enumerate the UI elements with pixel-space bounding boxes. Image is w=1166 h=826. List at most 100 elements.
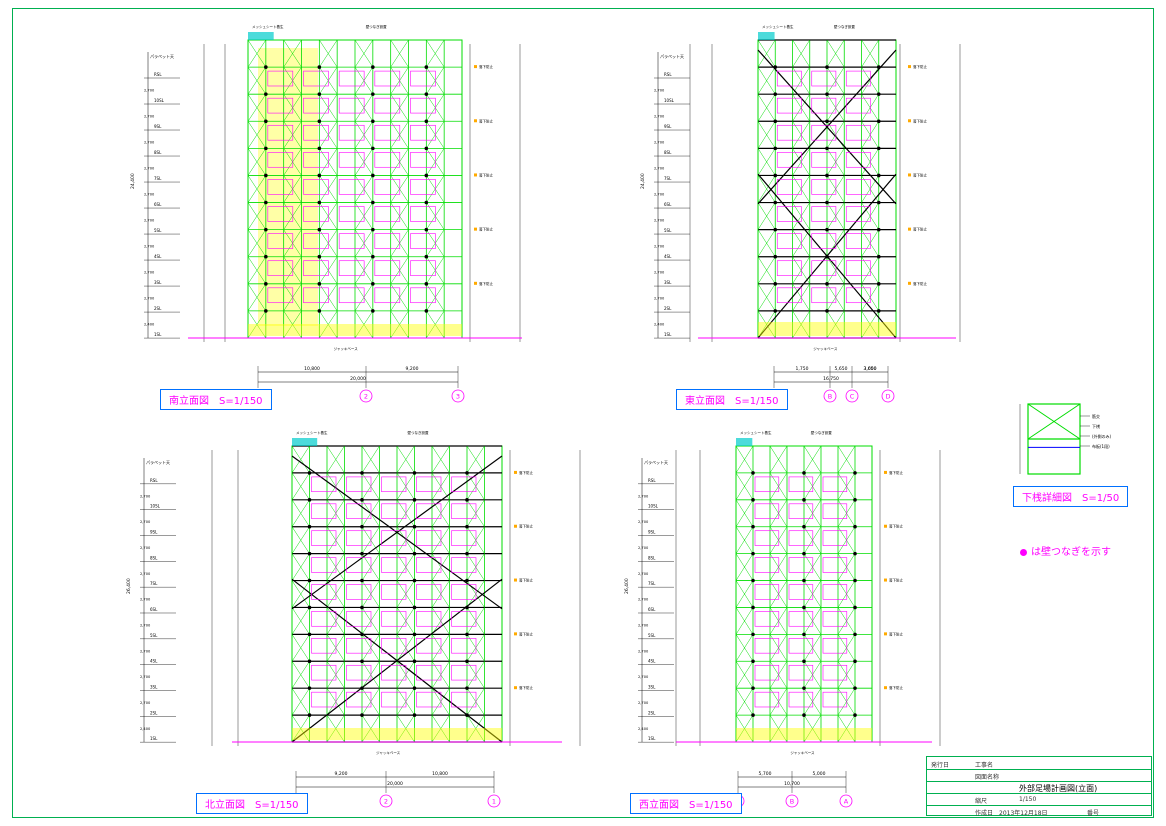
wall-tie-dot bbox=[307, 578, 312, 583]
window-outline bbox=[845, 260, 871, 276]
floor-dim: 2,700 bbox=[144, 167, 155, 171]
axis-label: D bbox=[885, 393, 890, 401]
cross-brace bbox=[735, 661, 754, 689]
axis-label: C bbox=[850, 393, 855, 401]
window-outline bbox=[374, 70, 401, 87]
base-hoarding bbox=[736, 728, 872, 740]
window-outline bbox=[338, 124, 365, 141]
window-outline bbox=[845, 233, 871, 249]
mesh-sheet-label: メッシュシート養生 bbox=[762, 24, 794, 29]
window-outline bbox=[346, 557, 372, 573]
floor-label: RSL bbox=[150, 478, 158, 483]
cross-brace bbox=[803, 553, 822, 581]
roof-cap bbox=[758, 32, 775, 40]
cross-brace bbox=[792, 39, 810, 68]
cross-brace bbox=[354, 310, 374, 339]
fall-prevention-label: 落下防止 bbox=[479, 227, 493, 232]
cross-brace bbox=[247, 202, 267, 230]
dimension-value: 20,000 bbox=[387, 781, 403, 787]
axis-bubble bbox=[839, 794, 853, 808]
floor-dim: 2,700 bbox=[654, 167, 665, 171]
cross-brace bbox=[247, 175, 267, 203]
base-hoarding bbox=[758, 322, 896, 336]
window-outline bbox=[410, 152, 436, 168]
window-outline bbox=[754, 530, 780, 546]
cross-brace bbox=[431, 445, 450, 474]
total-height-dim: 26,400 bbox=[624, 578, 630, 594]
window-outline bbox=[788, 584, 814, 600]
floor-label: 2SL bbox=[154, 306, 162, 311]
window-outline bbox=[338, 287, 365, 304]
window-outline bbox=[381, 530, 407, 546]
window-outline bbox=[410, 233, 436, 249]
cross-brace bbox=[757, 175, 776, 203]
cross-brace bbox=[769, 688, 788, 716]
cross-brace bbox=[757, 39, 776, 68]
cross-brace bbox=[769, 445, 788, 474]
floor-dim: 2,700 bbox=[654, 245, 665, 249]
window-outline bbox=[311, 638, 337, 654]
wall-tie-dot bbox=[853, 713, 857, 717]
window-outline bbox=[811, 179, 837, 195]
window-outline bbox=[410, 179, 436, 195]
wall-tie-dot bbox=[424, 146, 429, 151]
window-outline bbox=[788, 638, 814, 654]
fall-prevention-mark bbox=[908, 65, 911, 69]
wall-tie-dot bbox=[773, 282, 778, 286]
cross-brace bbox=[769, 661, 788, 689]
fall-prevention-mark bbox=[474, 65, 477, 69]
wall-tie-dot bbox=[751, 632, 755, 637]
window-outline bbox=[311, 530, 337, 546]
wall-tie-dot bbox=[264, 254, 268, 259]
wall-tie-dot bbox=[424, 254, 429, 259]
wall-tie-dot bbox=[853, 632, 857, 637]
window-outline bbox=[788, 530, 814, 546]
floor-dim: 2,700 bbox=[144, 271, 155, 275]
jack-base-label: ジャッキベース bbox=[790, 750, 815, 755]
fall-prevention-mark bbox=[908, 173, 911, 177]
floor-dim: 2,700 bbox=[654, 297, 665, 301]
window-outline bbox=[822, 691, 848, 708]
wall-tie-dot bbox=[853, 524, 857, 529]
window-outline bbox=[776, 287, 802, 304]
window-outline bbox=[374, 233, 401, 249]
cross-brace bbox=[769, 607, 788, 635]
window-outline bbox=[338, 70, 365, 87]
window-outline bbox=[845, 179, 871, 195]
floor-label: 3SL bbox=[150, 684, 158, 689]
roof-cap bbox=[248, 32, 274, 40]
window-outline bbox=[776, 233, 802, 249]
cross-brace bbox=[837, 661, 856, 689]
view-title-south: 南立面図 S=1/150 bbox=[160, 389, 272, 410]
axis-label: 2 bbox=[384, 798, 388, 806]
cross-brace bbox=[837, 688, 856, 716]
floor-dimension-column: パラペット天RSL2,70010SL2,7009SL2,7008SL2,7007… bbox=[126, 458, 176, 743]
wall-tie-dot bbox=[360, 578, 364, 583]
wall-tie-dot bbox=[412, 551, 417, 556]
floor-label: RSL bbox=[154, 72, 162, 77]
fall-prevention-label: 落下防止 bbox=[889, 470, 903, 475]
wall-tie-dot bbox=[751, 659, 755, 664]
cross-brace bbox=[426, 310, 445, 339]
wall-tie-dot bbox=[751, 713, 755, 717]
view-title-east: 東立面図 S=1/150 bbox=[676, 389, 788, 410]
wall-tie-dot bbox=[876, 309, 881, 313]
window-outline bbox=[845, 124, 871, 141]
floor-label: 1SL bbox=[150, 736, 158, 741]
dimension-value: 5,650 bbox=[835, 366, 848, 372]
floor-dim: 2,700 bbox=[144, 89, 155, 93]
cross-brace bbox=[735, 445, 754, 474]
wall-tie-dot bbox=[264, 119, 268, 124]
wall-tie-dot bbox=[412, 713, 417, 717]
cross-brace bbox=[735, 607, 754, 635]
floor-label: 2SL bbox=[648, 710, 656, 715]
fall-prevention-label: 落下防止 bbox=[913, 172, 927, 177]
window-outline bbox=[451, 611, 477, 627]
axis-bubble bbox=[379, 794, 393, 808]
wall-tie-dot bbox=[371, 65, 375, 69]
wall-tie-dot bbox=[773, 200, 778, 205]
cross-brace bbox=[466, 714, 485, 743]
window-outline bbox=[416, 691, 442, 708]
